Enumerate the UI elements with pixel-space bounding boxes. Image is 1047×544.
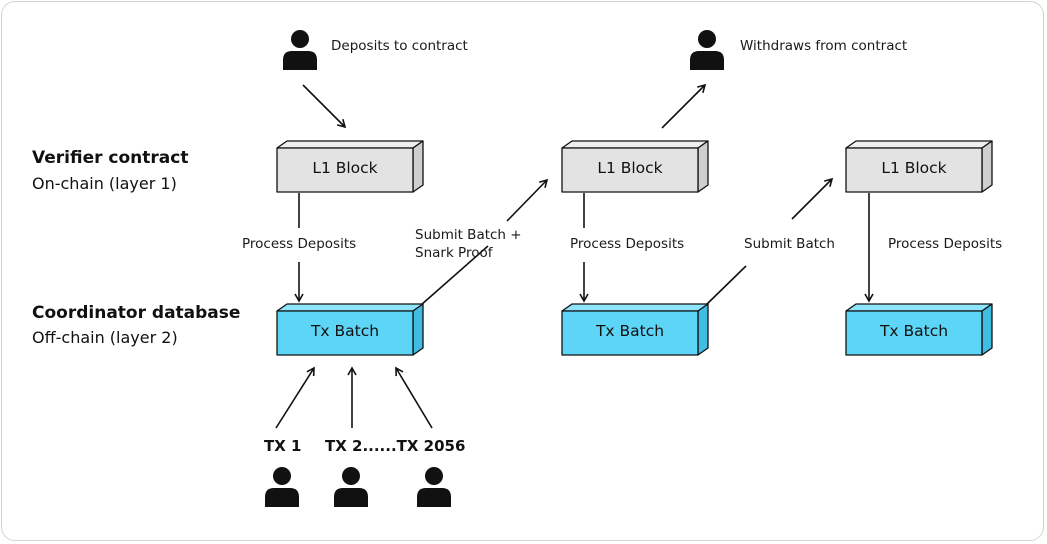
arrow-deposit-to-block [302,84,347,129]
tx-batch-1 [276,303,424,356]
tx-batch-3-label: Tx Batch [879,322,949,340]
edge-submit-batch: Submit Batch [744,236,835,252]
arrow-block-to-withdraw [661,83,707,129]
l1-block-2 [561,140,709,193]
edge-process-deposits-2: Process Deposits [570,236,685,252]
arrow-submit-batch-a [705,265,747,306]
arrow-submit-proof-a [420,245,489,306]
tx-batch-2-label: Tx Batch [595,322,665,340]
arrow-tx1 [275,366,315,429]
l1-block-3 [845,140,993,193]
tx-range-label: TX 2......TX 2056 [325,437,466,455]
onchain-subtitle: On-chain (layer 1) [32,174,177,193]
edge-process-deposits-3: Process Deposits [888,236,1003,252]
tx2056-person-icon [417,467,451,507]
depositor-label: Deposits to contract [331,38,468,54]
l1-block-3-label: L1 Block [881,159,947,177]
withdrawer-label: Withdraws from contract [740,38,908,54]
tx-batch-1-label: Tx Batch [310,322,380,340]
offchain-subtitle: Off-chain (layer 2) [32,328,178,347]
withdrawer-person-icon [690,30,724,70]
tx-batch-3 [845,303,993,356]
arrow-submit-proof-b [506,178,549,222]
arrow-submit-batch-b [791,177,834,220]
tx1-label: TX 1 [264,437,302,455]
tx-batch-2 [561,303,709,356]
offchain-title: Coordinator database [32,303,241,323]
l1-block-1-label: L1 Block [312,159,378,177]
tx1-person-icon [265,467,299,507]
depositor-person-icon [283,30,317,70]
arrow-tx2056 [395,366,433,429]
edge-process-deposits-1: Process Deposits [242,236,357,252]
onchain-title: Verifier contract [32,148,189,168]
edge-submit-batch-proof: Submit Batch + Snark Proof [415,227,522,261]
l1-block-1 [276,140,424,193]
l1-block-2-label: L1 Block [597,159,663,177]
tx2-person-icon [334,467,368,507]
